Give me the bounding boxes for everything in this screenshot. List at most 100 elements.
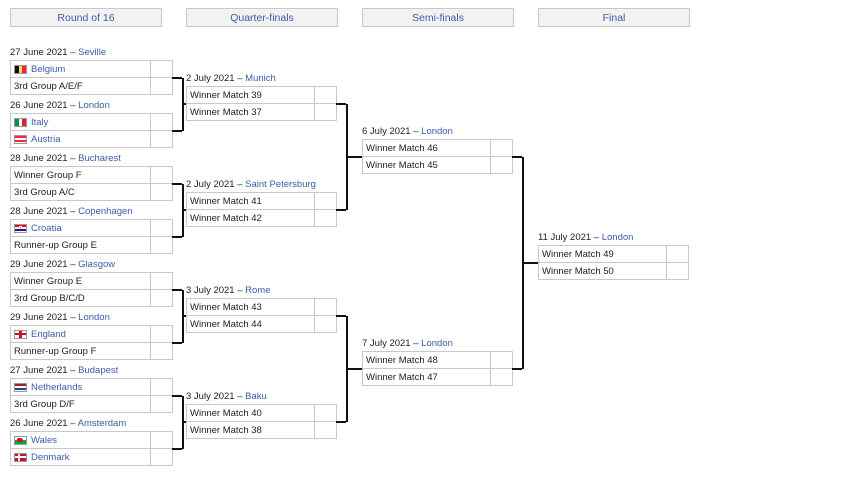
score-cell — [150, 289, 173, 307]
meta-separator: – — [67, 312, 79, 323]
score-cell — [490, 139, 513, 157]
match-venue[interactable]: Munich — [245, 73, 276, 84]
match-venue[interactable]: London — [421, 126, 453, 137]
score-cell — [150, 113, 173, 131]
round-header-2: Quarter-finals — [186, 8, 338, 27]
connector-top-sf-0 — [512, 156, 522, 158]
score-cell — [314, 421, 337, 439]
connector-join-r16-0 — [182, 103, 186, 105]
meta-separator: – — [67, 206, 79, 217]
match-date-venue: 3 July 2021 – Baku — [186, 391, 337, 403]
match-venue[interactable]: Baku — [245, 391, 267, 402]
match-venue[interactable]: London — [78, 312, 110, 323]
team-name[interactable]: Italy — [31, 116, 49, 128]
match-venue[interactable]: Seville — [78, 47, 107, 58]
team-name: Winner Match 48 — [366, 354, 438, 366]
match-venue[interactable]: Copenhagen — [78, 206, 133, 217]
team-name[interactable]: Austria — [31, 133, 61, 145]
team-cell: Runner-up Group E — [10, 236, 151, 254]
table-row: Austria — [10, 130, 173, 148]
team-name: Winner Match 43 — [190, 301, 262, 313]
meta-separator: – — [67, 365, 79, 376]
score-cell — [150, 395, 173, 413]
match-venue[interactable]: London — [78, 100, 110, 111]
match-venue[interactable]: Saint Petersburg — [245, 179, 316, 190]
table-row: 3rd Group B/C/D — [10, 289, 173, 307]
team-cell: Winner Match 38 — [186, 421, 315, 439]
team-name[interactable]: Wales — [31, 434, 58, 446]
meta-separator: – — [67, 100, 79, 111]
match-venue[interactable]: Budapest — [78, 365, 119, 376]
connector-bottom-r16-2 — [172, 342, 182, 344]
team-name: Winner Match 49 — [542, 248, 614, 260]
team-name: Winner Match 42 — [190, 212, 262, 224]
connector-bottom-qf-0 — [336, 209, 346, 211]
match-venue[interactable]: Glasgow — [78, 259, 116, 270]
connector-join-qf-1 — [346, 368, 362, 370]
table-row: Netherlands — [10, 378, 173, 396]
team-cell: 3rd Group D/F — [10, 395, 151, 413]
connector-join-r16-2 — [182, 315, 186, 317]
team-cell: Italy — [10, 113, 151, 131]
team-cell: Winner Match 37 — [186, 103, 315, 121]
match-date-venue: 29 June 2021 – Glasgow — [10, 259, 173, 271]
match-date: 29 June 2021 — [10, 259, 68, 270]
match-date: 3 July 2021 — [186, 285, 235, 296]
table-row: Belgium — [10, 60, 173, 78]
match-venue[interactable]: London — [421, 338, 453, 349]
team-cell: Netherlands — [10, 378, 151, 396]
team-name[interactable]: Netherlands — [31, 381, 83, 393]
score-cell — [314, 103, 337, 121]
team-cell: 3rd Group A/C — [10, 183, 151, 201]
match-date: 6 July 2021 — [362, 126, 411, 137]
match-venue[interactable]: Rome — [245, 285, 271, 296]
score-cell — [150, 325, 173, 343]
team-cell: Winner Match 39 — [186, 86, 315, 104]
connector-join-qf-0 — [346, 156, 362, 158]
team-cell: England — [10, 325, 151, 343]
team-name: Winner Match 44 — [190, 318, 262, 330]
team-name: Winner Group F — [14, 169, 82, 181]
connector-join-r16-1 — [182, 209, 186, 211]
match-date: 29 June 2021 — [10, 312, 68, 323]
table-row: Winner Match 46 — [362, 139, 513, 157]
score-cell — [150, 130, 173, 148]
team-name: Runner-up Group F — [14, 345, 97, 357]
score-cell — [314, 298, 337, 316]
team-name[interactable]: Belgium — [31, 63, 66, 75]
match-venue[interactable]: Amsterdam — [77, 418, 127, 429]
meta-separator: – — [234, 391, 246, 402]
table-row: Winner Match 43 — [186, 298, 337, 316]
italy-flag — [14, 117, 27, 127]
team-name[interactable]: Croatia — [31, 222, 62, 234]
table-row: Runner-up Group F — [10, 342, 173, 360]
match-venue[interactable]: Bucharest — [78, 153, 121, 164]
meta-separator: – — [67, 153, 79, 164]
team-cell: Belgium — [10, 60, 151, 78]
team-cell: Winner Match 48 — [362, 351, 491, 369]
table-row: Winner Match 48 — [362, 351, 513, 369]
match-date-venue: 2 July 2021 – Munich — [186, 73, 337, 85]
table-row: England — [10, 325, 173, 343]
match-venue[interactable]: London — [601, 232, 634, 243]
team-name: Winner Match 40 — [190, 407, 262, 419]
meta-separator: – — [234, 179, 246, 190]
team-cell: Winner Match 45 — [362, 156, 491, 174]
table-row: Winner Match 44 — [186, 315, 337, 333]
score-cell — [150, 183, 173, 201]
team-name[interactable]: Denmark — [31, 451, 70, 463]
team-name[interactable]: England — [31, 328, 66, 340]
match-date: 2 July 2021 — [186, 73, 235, 84]
team-cell: Winner Group F — [10, 166, 151, 184]
match-date: 27 June 2021 — [10, 365, 68, 376]
team-name: 3rd Group D/F — [14, 398, 75, 410]
score-cell — [314, 86, 337, 104]
